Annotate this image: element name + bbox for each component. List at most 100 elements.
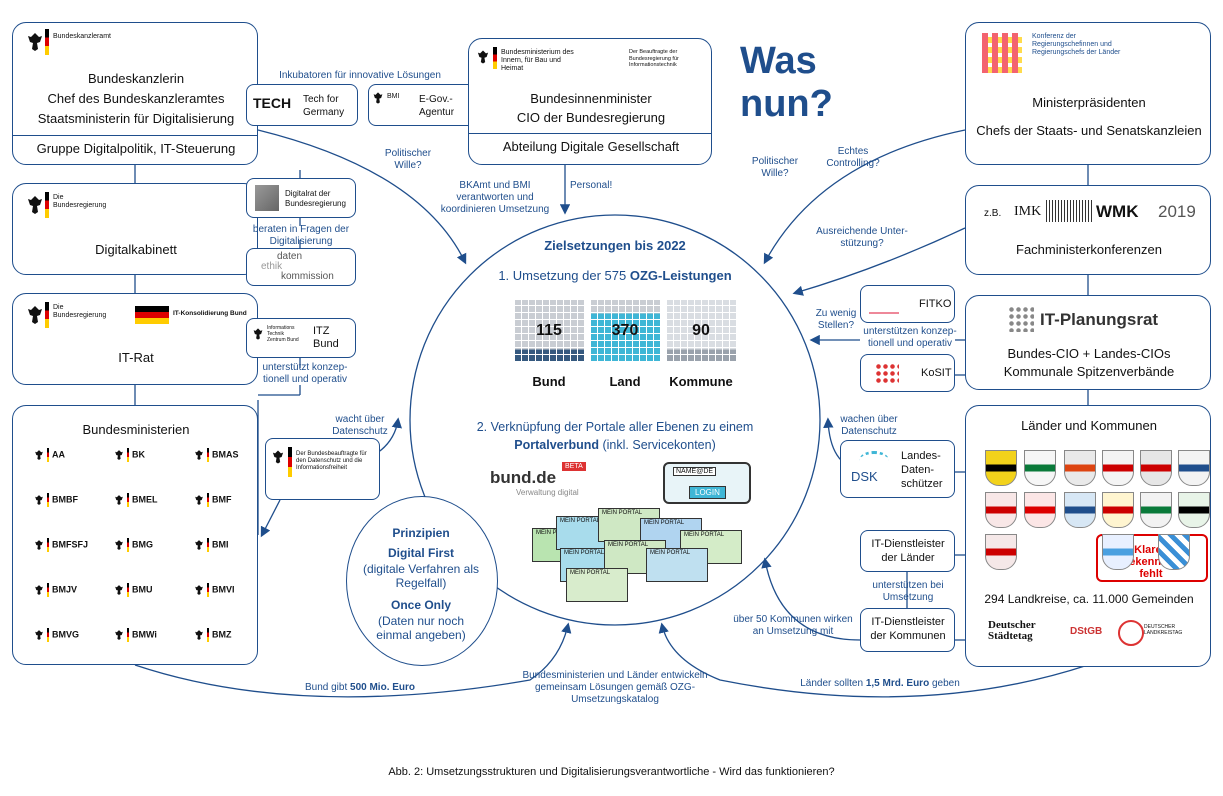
ministry-item: BMWi [114,628,157,642]
bundde-sub: Verwaltung digital [516,488,579,497]
ministry-item: AA [34,448,65,462]
goal1-label: 1. Umsetzung der 575 OZG-Leistungen [480,268,750,283]
portal-label: MEIN PORTAL [650,550,691,556]
itrat-box: Die Bundesregierung IT-Konsolidierung Bu… [12,293,258,385]
coat-of-arms-icon [985,450,1017,486]
digitalkabinett-label: Digitalkabinett [95,242,177,257]
imk-bars-icon [1046,200,1092,222]
digitalrat-box: Digitalrat der Bundesregierung [246,178,356,218]
flag-icon [127,448,129,462]
chef-label: Chef des Bundeskanzleramtes [47,91,225,106]
datenschutz-land-label: wachen über Datenschutz [840,414,898,437]
ministry-label: BK [132,449,145,460]
bund-500-label: Bund gibt 500 Mio. Euro [280,682,440,694]
itdl-laender-label: IT-Dienstleister der Länder [871,538,945,564]
portal-label: MEIN PORTAL [608,542,649,548]
ethik-box: daten ethik kommission [246,248,356,286]
flag-icon [207,448,209,462]
kosit-dots-icon [875,363,899,383]
flag-icon [47,628,49,642]
unterstuetzung-label: Ausreichende Unter-stützung? [816,226,908,249]
dsk-icon [859,451,889,470]
portal-card: MEIN PORTAL [646,548,708,582]
eagle-icon [28,33,42,51]
fitko-box: FITKO [860,285,955,323]
portalverbund: Portalverbund [514,438,600,452]
ministry-label: BMBF [52,494,78,505]
itrat-label: IT-Rat [118,350,154,365]
portal-label: MEIN PORTAL [602,510,643,516]
fitko-label: FITKO [919,298,952,310]
flag-icon [127,583,129,597]
itz-logo: Informations Technik Zentrum Bund [267,325,299,343]
eagle-icon [115,540,123,550]
flag-icon [207,628,209,642]
ministry-item: BMU [114,583,153,597]
coat-of-arms-icon [985,492,1017,528]
once-only-desc: (Daten nur noch einmal angeben) [376,614,466,642]
ministry-label: BMVG [52,629,79,640]
ministry-item: BK [114,448,145,462]
flag-icon [127,538,129,552]
mp-box: Konferenz der Regierungschefinnen und Re… [965,22,1211,165]
digital-first-desc: (digitale Verfahren als Regelfall) [362,562,480,590]
grid-kommune [666,300,736,362]
egov-box: BMI E-Gov.-Agentur [368,84,476,126]
flag-icon [127,493,129,507]
coat-of-arms-icon [1024,492,1056,528]
egov-label: E-Gov.-Agentur [419,94,455,118]
bayern-coat-icon [1158,534,1190,570]
kommune-num: 90 [692,322,710,339]
goal2-line2: Portalverbund (inkl. Servicekonten) [470,438,760,452]
page-title: Was nun? [740,40,833,125]
ministry-item: BMBF [34,493,78,507]
digital-first: Digital First [387,546,454,560]
wmk-label: WMK [1096,202,1139,221]
bund-500-amount: 500 Mio. Euro [350,682,416,693]
pol-wille-left: Politischer Wille? [384,148,432,171]
eagle-icon [477,50,489,64]
laender-title: Länder und Kommunen [1021,418,1157,433]
coat-of-arms-icon [1024,450,1056,486]
login-button: LOGIN [689,486,726,499]
itdl-support-label: unterstützen bei Umsetzung [872,580,944,603]
eagle-icon [195,540,203,550]
dsk-box: DSK Landes-Daten-schützer [840,440,955,498]
once-only: Once Only [390,598,452,612]
bmi-cio-logo: Der Beauftragte der Bundesregierung für … [629,49,679,68]
goal1-bold: OZG-Leistungen [629,268,732,283]
kosit-label: KoSIT [921,367,952,379]
figure-caption: Abb. 2: Umsetzungsstrukturen und Digital… [388,766,835,778]
pol-wille-right: Politischer Wille? [751,156,799,179]
grid-land [590,300,660,362]
zu-wenig-label: Zu wenig Stellen? [815,308,857,331]
fitko-icon [869,294,899,314]
eagle-icon [115,630,123,640]
coat-of-arms-icon [1064,450,1096,486]
flag-icon [288,447,292,477]
gemeinsam-label: Bundesministerien und Länder entwickeln … [522,670,708,705]
personal-label: Personal! [570,180,613,191]
kanzleramt-box: Bundeskanzleramt Bundeskanzlerin Chef de… [12,22,258,165]
mp-label: Ministerpräsidenten [1032,95,1146,110]
ministry-item: BMVG [34,628,79,642]
goal2-rest: (inkl. Servicekonten) [599,438,716,452]
abteilung-label: Abteilung Digitale Gesellschaft [502,139,680,154]
portal-label: MEIN PORTAL [644,520,685,526]
itk-flag-icon [135,306,169,324]
bfdi-box: Der Bundesbeauftragte für den Datenschut… [265,438,380,500]
center-title: Zielsetzungen bis 2022 [544,238,686,253]
login-name: NAME@DE [673,467,717,476]
eagle-icon [272,450,284,464]
ethik-kommission: kommission [281,271,334,282]
ministry-item: BMJV [34,583,77,597]
bmi-logo: Bundesministerium des Innern, für Bau un… [501,49,574,72]
coat-of-arms-icon [1064,492,1096,528]
ministry-label: BMU [132,584,153,595]
ministry-label: BMFSFJ [52,539,88,550]
coat-of-arms-icon [1102,534,1134,570]
flag-icon [47,538,49,552]
tech-logo: TECH [253,95,292,111]
flag-icon [45,192,49,218]
